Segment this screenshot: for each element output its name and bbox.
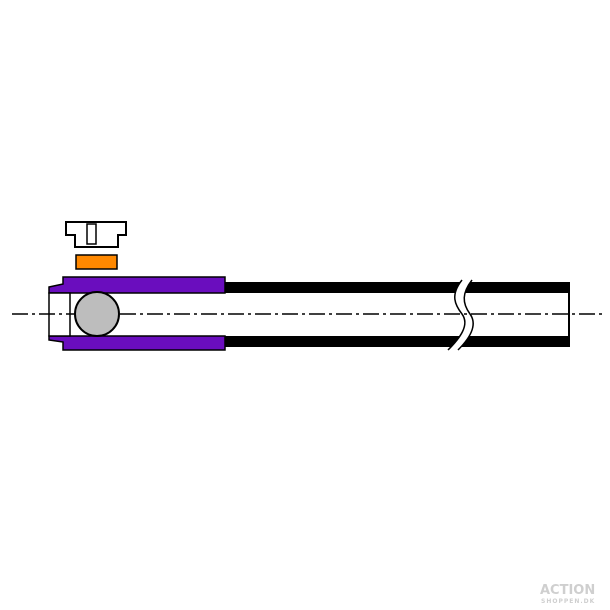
break-line-left <box>447 279 466 351</box>
nut-slot <box>86 223 97 245</box>
tube-wall-bottom <box>222 336 570 347</box>
tube-break <box>448 280 474 350</box>
watermark-line2: SHOPPEN.DK <box>541 598 595 605</box>
watermark-line1: ACTION <box>540 583 595 598</box>
break-line-right <box>457 279 474 351</box>
nut <box>65 221 127 248</box>
tube-wall-top <box>222 282 570 293</box>
watermark-logo: ACTION SHOPPEN.DK <box>540 583 595 605</box>
sleeve <box>48 276 226 351</box>
sleeve-top <box>48 276 226 294</box>
sleeve-bottom <box>48 335 226 351</box>
tube <box>222 279 570 351</box>
spacer <box>75 254 118 270</box>
ball <box>74 291 120 337</box>
